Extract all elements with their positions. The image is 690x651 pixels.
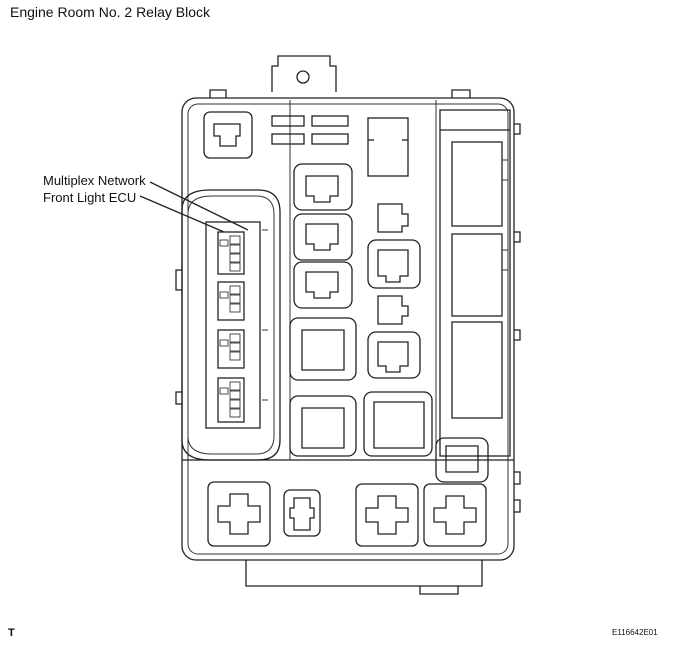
ecu-connector-1	[217, 231, 245, 275]
diagram-title: Engine Room No. 2 Relay Block	[10, 4, 210, 20]
relay-top-center	[367, 117, 409, 177]
corner-label: T	[8, 627, 15, 639]
ecu-connector-3	[217, 329, 245, 369]
figure-id: E116642E01	[612, 628, 658, 637]
ecu-connector-4	[217, 377, 245, 423]
callout-line-1: Multiplex Network	[43, 173, 146, 188]
callout-line-2: Front Light ECU	[43, 190, 137, 205]
ecu-callout-label: Multiplex Network Front Light ECU	[43, 172, 146, 206]
ecu-connector-2	[217, 281, 245, 321]
middle-relay-sockets	[293, 163, 421, 379]
fuse-slots	[271, 115, 349, 145]
connector-top-left	[203, 111, 253, 159]
callout-leader-line	[139, 181, 249, 233]
right-column-relays	[439, 109, 511, 457]
top-clips	[209, 89, 471, 98]
mounting-tab	[271, 55, 337, 92]
bottom-cross-sockets	[207, 481, 487, 547]
large-relay-sockets	[289, 317, 489, 483]
